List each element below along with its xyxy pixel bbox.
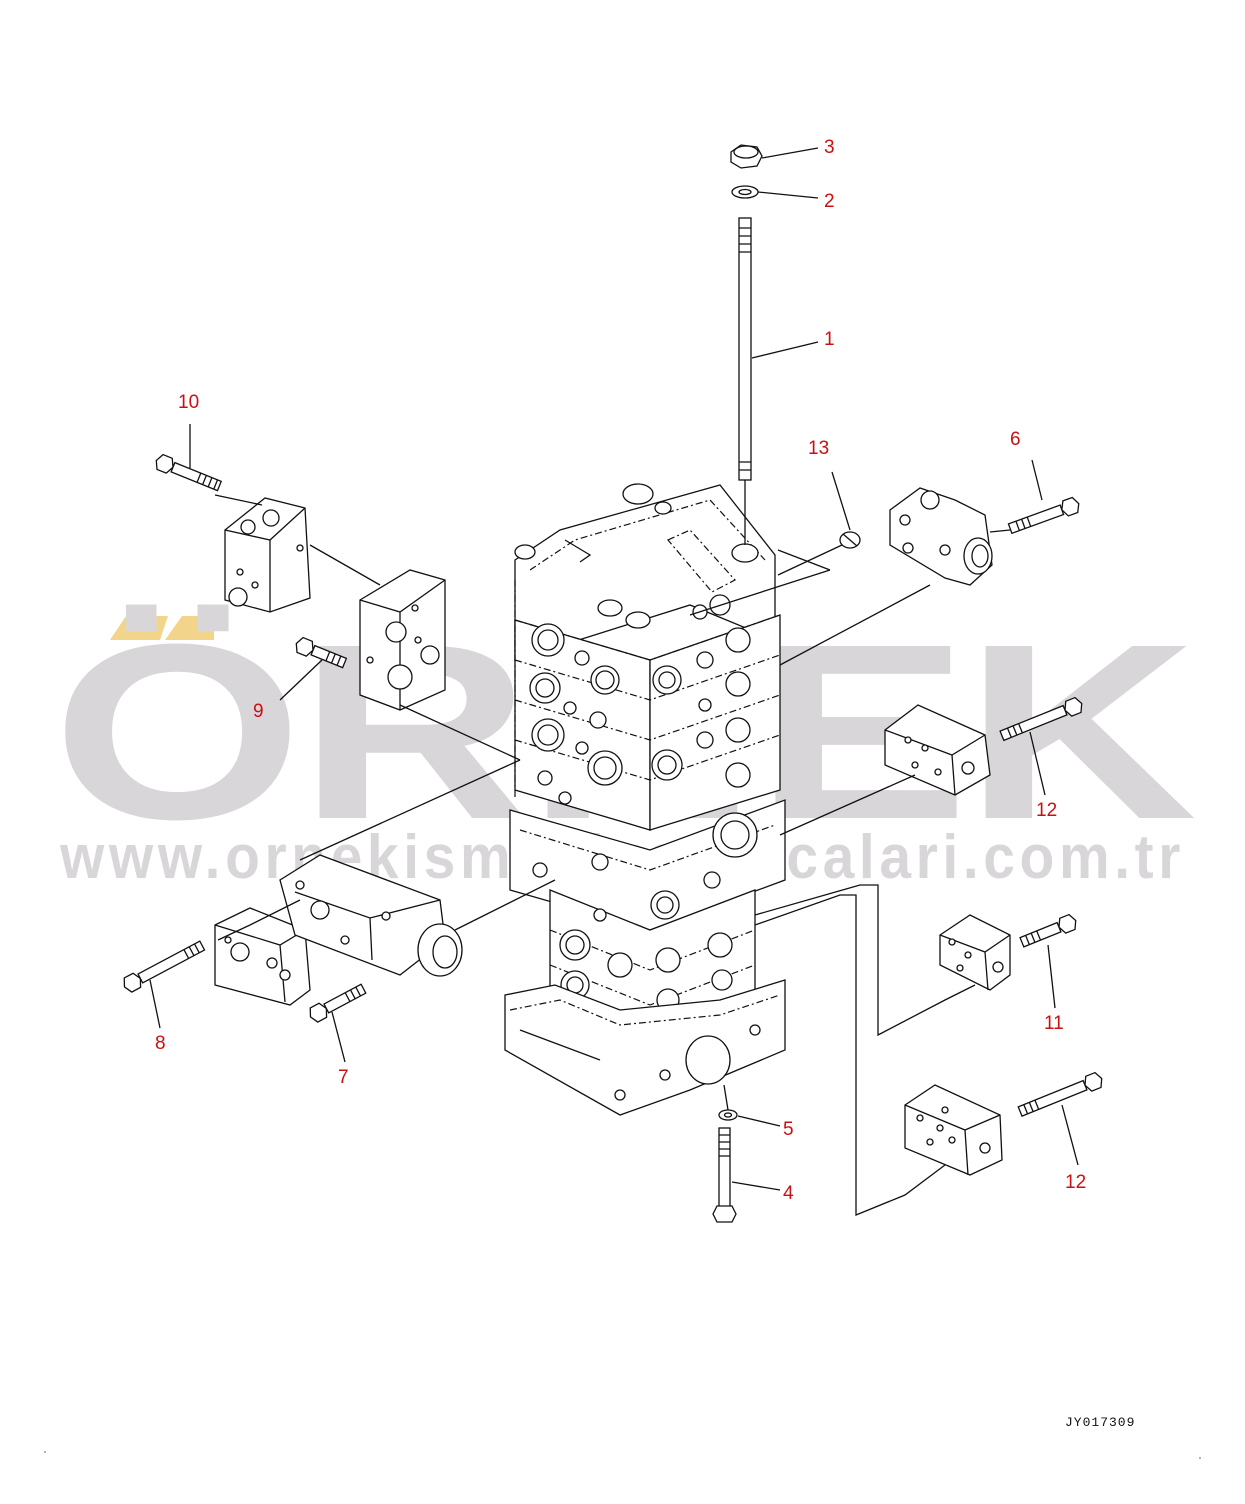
left-lower-blocks [214, 854, 463, 1006]
callout-12-lower: 12 [1065, 1172, 1086, 1193]
watermark-umlaut-right [165, 616, 214, 640]
callout-4: 4 [783, 1183, 794, 1204]
control-valve-body [504, 483, 786, 1116]
callout-1: 1 [824, 329, 835, 350]
callout-numbers: 1 2 3 4 5 6 7 8 9 10 11 12 12 13 [155, 137, 1086, 1204]
corner-speck-right [1199, 1457, 1201, 1459]
fasteners [123, 144, 1103, 1223]
callout-12-upper: 12 [1036, 800, 1057, 821]
corner-speck-left [44, 1451, 46, 1453]
callout-7: 7 [338, 1067, 349, 1088]
callout-11: 11 [1044, 1013, 1064, 1034]
drawing-code: JY017309 [1065, 1415, 1135, 1430]
callout-8: 8 [155, 1033, 166, 1054]
left-upper-blocks [224, 497, 446, 711]
callout-13: 13 [808, 438, 829, 459]
callout-6: 6 [1010, 429, 1021, 450]
right-blocks [884, 487, 1011, 1176]
callout-3: 3 [824, 137, 835, 158]
assembly-lines [214, 494, 1011, 1216]
callout-5: 5 [783, 1119, 794, 1140]
callout-leaders [149, 147, 1079, 1191]
watermark-umlaut-left [110, 616, 168, 640]
callout-10: 10 [178, 392, 199, 413]
callout-9: 9 [253, 701, 264, 722]
callout-2: 2 [824, 191, 835, 212]
